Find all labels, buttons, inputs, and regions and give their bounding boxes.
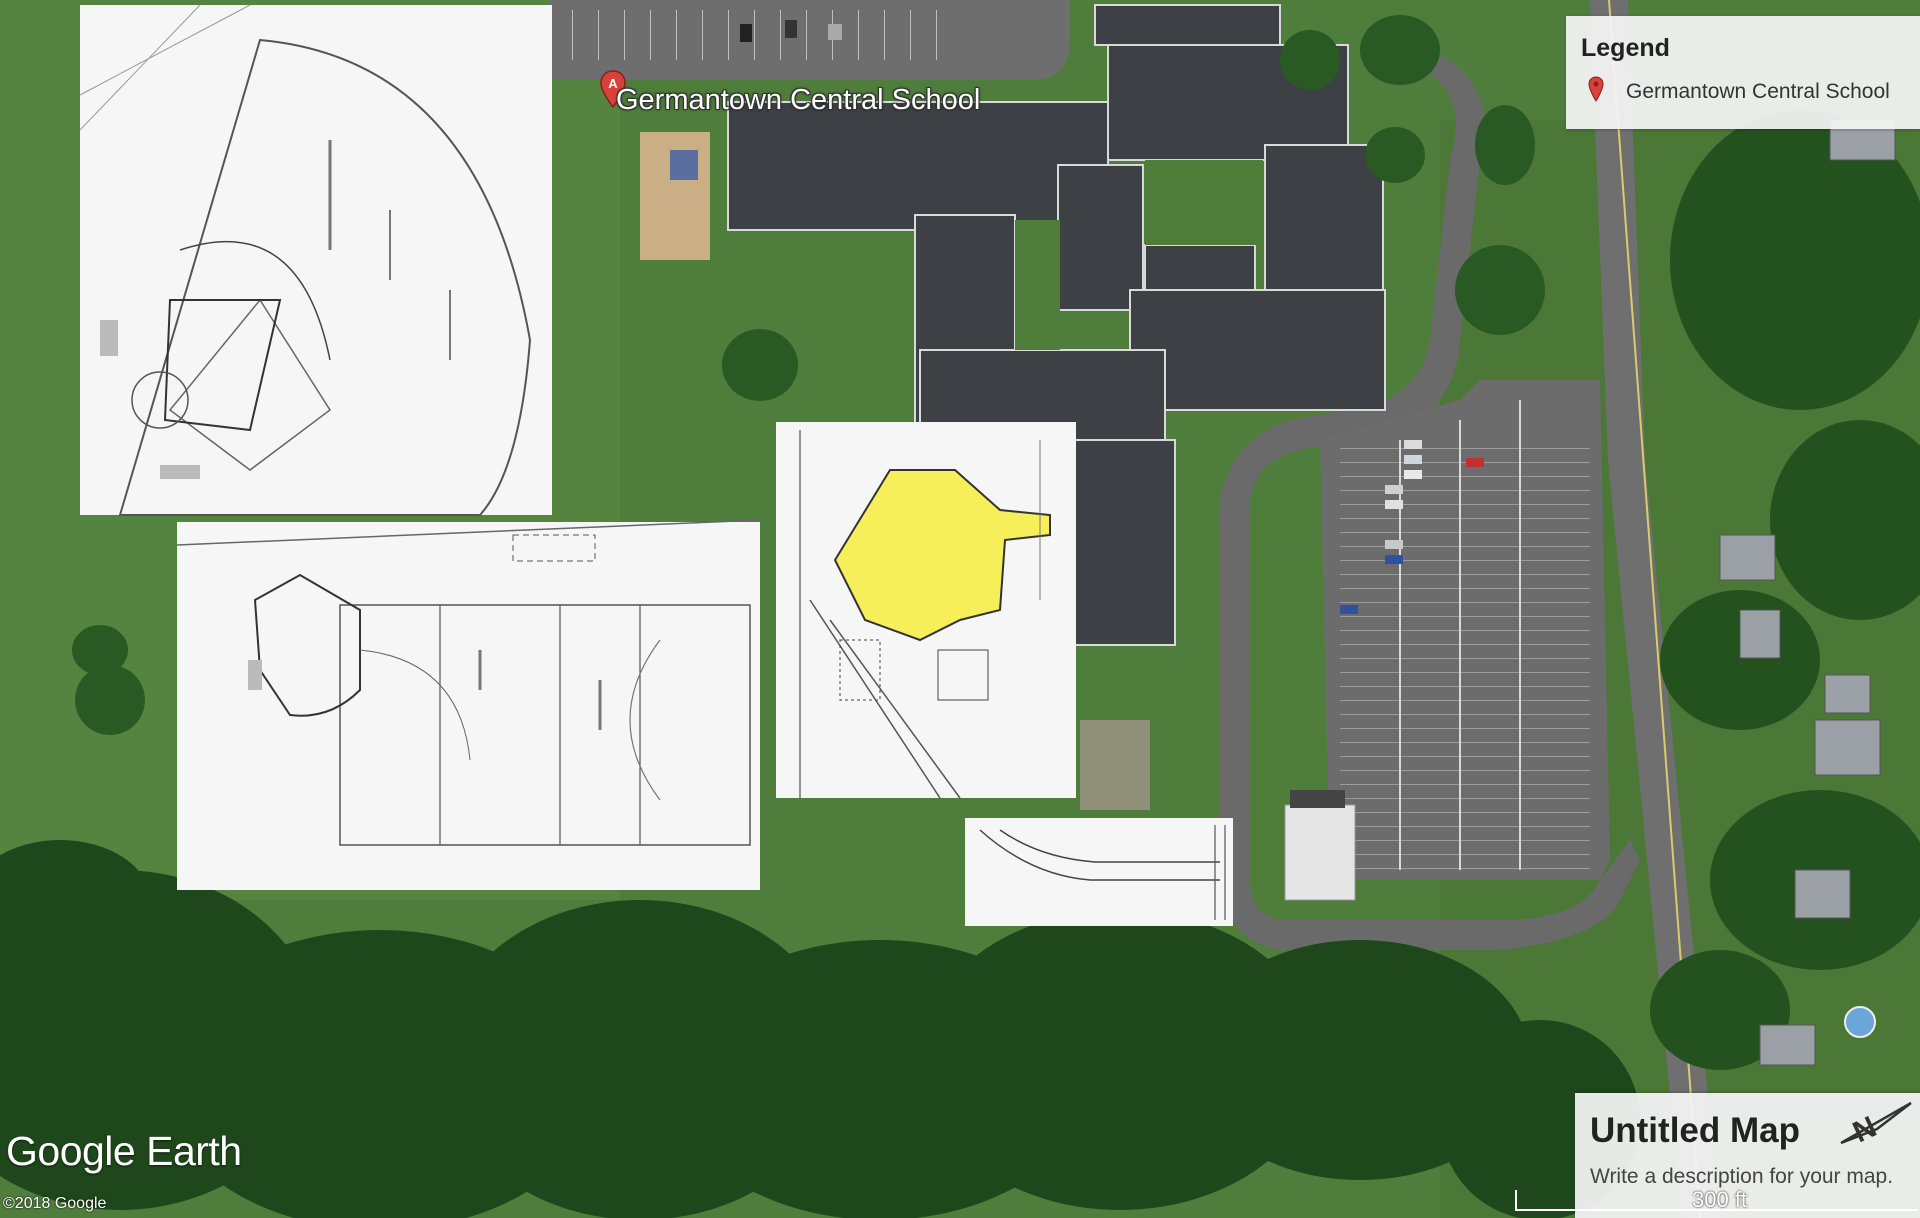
tree-cluster	[72, 15, 1545, 735]
parked-car	[1385, 485, 1403, 494]
parked-car	[1466, 458, 1484, 467]
map-description: Write a description for your map.	[1590, 1165, 1894, 1188]
swimming-pool	[1844, 1006, 1876, 1038]
map-info-box: Untitled Map Write a description for you…	[1575, 1093, 1920, 1218]
parking-median	[1262, 555, 1314, 705]
site-plan-overlay-baseball[interactable]	[79, 4, 552, 516]
site-plan-overlay-building-addition[interactable]	[776, 422, 1076, 799]
site-plan-overlay-road[interactable]	[965, 818, 1233, 926]
parked-car	[1404, 470, 1422, 479]
legend-title: Legend	[1581, 34, 1670, 62]
parked-car	[1340, 605, 1358, 614]
courtyard	[1015, 220, 1060, 350]
courtyard	[1145, 160, 1263, 245]
parking-median	[1262, 490, 1312, 540]
svg-text:N: N	[1848, 1110, 1882, 1149]
copyright-text: ©2018 Google	[3, 1195, 107, 1212]
parked-car	[785, 20, 797, 38]
legend-panel: Legend Germantown Central School	[1566, 16, 1920, 129]
east-woods	[1650, 110, 1920, 1070]
play-structure	[670, 150, 698, 180]
google-earth-logo: Google Earth	[6, 1128, 242, 1174]
garage-building	[1284, 804, 1356, 901]
svg-text:A: A	[608, 76, 618, 91]
site-plan-overlay-fields[interactable]	[176, 519, 761, 890]
addition-footprint[interactable]	[833, 469, 1051, 642]
parked-car	[828, 24, 842, 40]
parked-car	[1385, 500, 1403, 509]
houses	[1719, 119, 1896, 1066]
map-pin-icon[interactable]: A	[600, 70, 626, 113]
play-area	[1080, 720, 1150, 810]
map-title: Untitled Map	[1590, 1111, 1800, 1150]
parked-car	[1385, 555, 1403, 564]
school-building	[727, 4, 1386, 646]
garage-roof	[1290, 790, 1345, 808]
compass-icon[interactable]: N	[1837, 1099, 1915, 1154]
parked-car	[1404, 440, 1422, 449]
map-pin-icon	[1588, 76, 1604, 107]
legend-item[interactable]: Germantown Central School	[1626, 80, 1890, 103]
tree-line	[0, 840, 1640, 1218]
scale-bar: 300 ft	[1514, 1186, 1920, 1214]
place-label[interactable]: Germantown Central School	[616, 84, 981, 116]
parked-car	[740, 24, 752, 42]
parked-car	[1404, 455, 1422, 464]
parked-car	[1385, 540, 1403, 549]
scale-label: 300 ft	[1692, 1187, 1748, 1212]
